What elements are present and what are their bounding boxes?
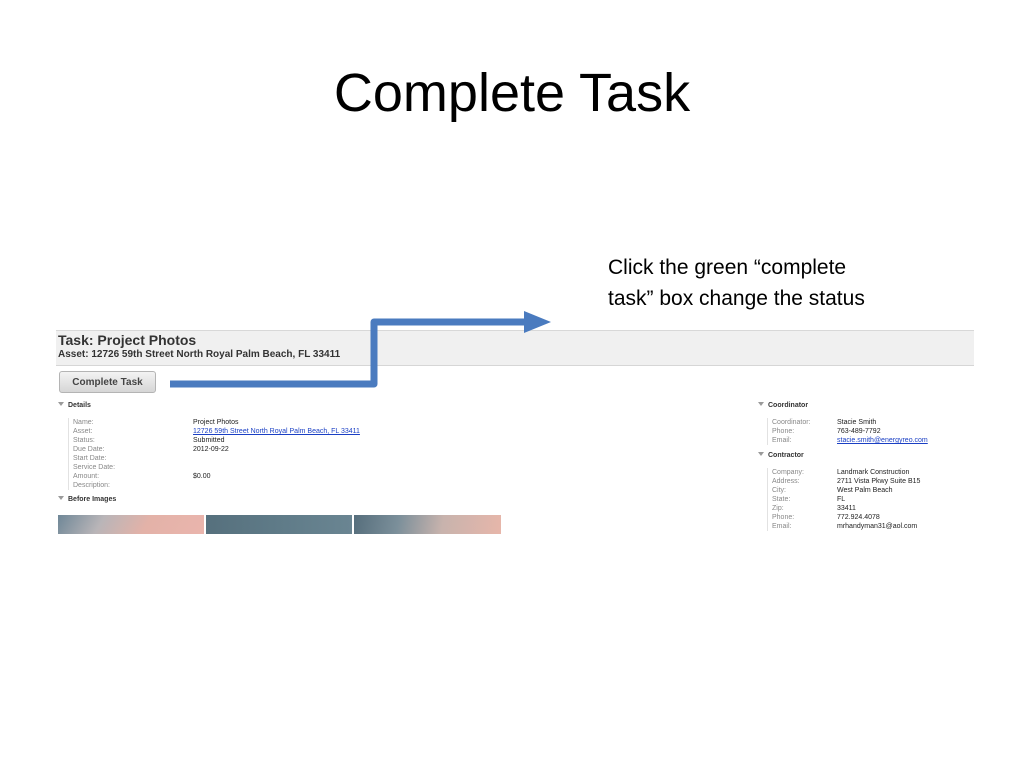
contractor-label: Zip: <box>772 505 784 512</box>
detail-row: Status: Submitted <box>73 436 360 445</box>
detail-label: Service Date: <box>73 464 116 471</box>
instruction-text: Click the green “complete task” box chan… <box>608 252 908 314</box>
coordinator-label: Phone: <box>772 428 795 435</box>
detail-label: Description: <box>73 482 110 489</box>
coordinator-label: Coordinator: <box>772 419 811 426</box>
contractor-value: 2711 Vista Pkwy Suite B15 <box>837 478 921 485</box>
triangle-down-icon <box>58 496 64 500</box>
contractor-heading: Contractor <box>768 452 804 459</box>
before-image-thumbnail[interactable] <box>354 515 501 534</box>
detail-label: Asset: <box>73 428 93 435</box>
contractor-row: State: FL <box>772 495 920 504</box>
contractor-section-header[interactable]: Contractor <box>758 452 804 459</box>
detail-row: Amount: $0.00 <box>73 472 360 481</box>
details-heading: Details <box>68 402 91 409</box>
coordinator-email-link[interactable]: stacie.smith@energyreo.com <box>837 437 928 444</box>
contractor-value: 772.924.4078 <box>837 514 880 521</box>
detail-row: Service Date: <box>73 463 360 472</box>
task-header: Task: Project Photos Asset: 12726 59th S… <box>56 330 974 366</box>
contractor-value: 33411 <box>837 505 856 512</box>
detail-row: Name: Project Photos <box>73 418 360 427</box>
contractor-row: City: West Palm Beach <box>772 486 920 495</box>
detail-row: Start Date: <box>73 454 360 463</box>
coordinator-label: Email: <box>772 437 792 444</box>
detail-value: Project Photos <box>193 419 239 426</box>
contractor-label: Email: <box>772 523 792 530</box>
task-title: Task: Project Photos <box>58 332 197 348</box>
contractor-row: Zip: 33411 <box>772 504 920 513</box>
before-images-section-header[interactable]: Before Images <box>58 496 116 503</box>
detail-value: $0.00 <box>193 473 211 480</box>
triangle-down-icon <box>758 402 764 406</box>
contractor-label: Phone: <box>772 514 795 521</box>
detail-row: Description: <box>73 481 360 490</box>
contractor-label: State: <box>772 496 791 503</box>
details-list: Name: Project Photos Asset: 12726 59th Str… <box>68 418 360 490</box>
contractor-value: mrhandyman31@aol.com <box>837 523 918 530</box>
detail-label: Name: <box>73 419 94 426</box>
coordinator-value: Stacie Smith <box>837 419 877 426</box>
coordinator-heading: Coordinator <box>768 402 809 409</box>
detail-row: Due Date: 2012-09-22 <box>73 445 360 454</box>
detail-value: 2012-09-22 <box>193 446 229 453</box>
callout-arrowhead <box>524 311 551 333</box>
asset-title: Asset: 12726 59th Street North Royal Pal… <box>58 349 341 360</box>
contractor-label: Company: <box>772 469 804 476</box>
coordinator-section-header[interactable]: Coordinator <box>758 402 808 409</box>
details-section-header[interactable]: Details <box>58 402 91 409</box>
detail-row: Asset: 12726 59th Street North Royal Palm… <box>73 427 360 436</box>
detail-label: Due Date: <box>73 446 105 453</box>
contractor-row: Company: Landmark Construction <box>772 468 920 477</box>
contractor-value: FL <box>837 496 846 503</box>
coordinator-value: 763-489-7792 <box>837 428 881 435</box>
complete-task-button[interactable]: Complete Task <box>59 371 156 393</box>
detail-label: Start Date: <box>73 455 107 462</box>
task-screenshot: Task: Project Photos Asset: 12726 59th S… <box>56 330 974 534</box>
before-image-thumbnail[interactable] <box>206 515 352 534</box>
contractor-list: Company: Landmark Construction Address: 27… <box>767 468 920 531</box>
triangle-down-icon <box>58 402 64 406</box>
detail-label: Amount: <box>73 473 100 480</box>
status-value: Submitted <box>193 437 225 444</box>
coordinator-row: Phone: 763-489-7792 <box>772 427 928 436</box>
contractor-value: Landmark Construction <box>837 469 910 476</box>
contractor-row: Address: 2711 Vista Pkwy Suite B15 <box>772 477 920 486</box>
contractor-row: Email: mrhandyman31@aol.com <box>772 522 920 531</box>
contractor-value: West Palm Beach <box>837 487 893 494</box>
contractor-label: City: <box>772 487 786 494</box>
before-image-thumbnail[interactable] <box>58 515 204 534</box>
instruction-line: Click the green “complete <box>608 256 847 279</box>
triangle-down-icon <box>758 452 764 456</box>
instruction-line: task” box change the status <box>608 287 865 310</box>
contractor-label: Address: <box>772 478 800 485</box>
coordinator-row: Coordinator: Stacie Smith <box>772 418 928 427</box>
asset-link[interactable]: 12726 59th Street North Royal Palm Beach… <box>193 428 360 435</box>
contractor-row: Phone: 772.924.4078 <box>772 513 920 522</box>
coordinator-list: Coordinator: Stacie Smith Phone: 763-489-7… <box>767 418 928 445</box>
slide-title: Complete Task <box>333 63 691 123</box>
coordinator-row: Email: stacie.smith@energyreo.com <box>772 436 928 445</box>
before-images-heading: Before Images <box>68 496 117 503</box>
callout-arrow-line <box>170 318 528 388</box>
detail-label: Status: <box>73 437 95 444</box>
